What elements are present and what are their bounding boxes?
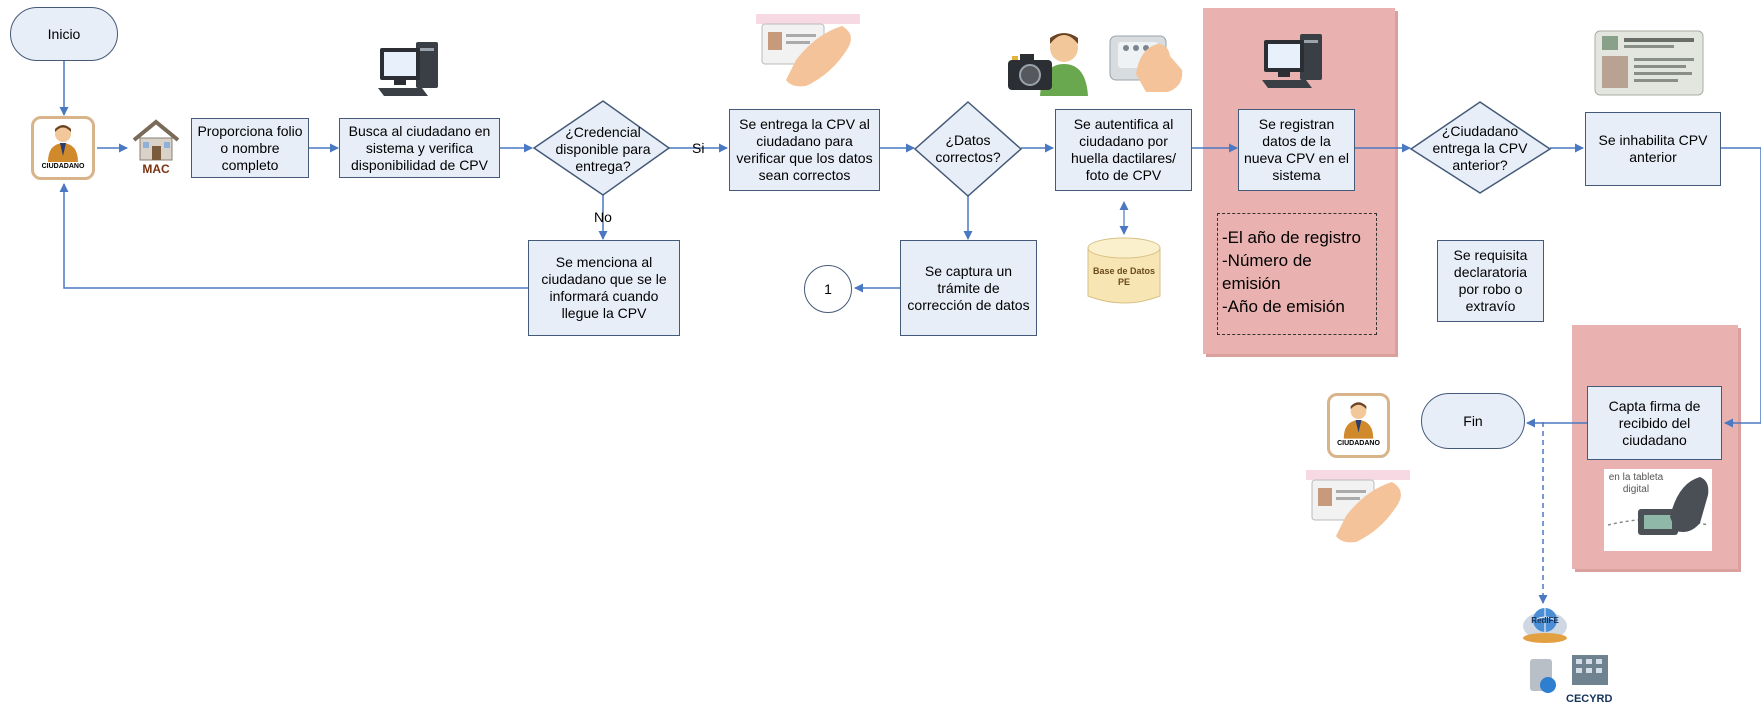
decision-datos-shape <box>913 100 1023 198</box>
no-label: No <box>594 209 612 225</box>
step-entrega-text: Se entrega la CPV al ciudadano para veri… <box>736 116 873 183</box>
citizen-label-2: CIUDADANO <box>1337 440 1380 447</box>
end-terminal: Fin <box>1421 393 1525 449</box>
house-icon: MAC <box>130 118 182 180</box>
start-label: Inicio <box>47 26 81 42</box>
computer-icon-2 <box>1260 30 1330 92</box>
step-captura: Se captura un trámite de corrección de d… <box>900 240 1037 336</box>
computer-icon <box>376 38 446 100</box>
step-requisita-text: Se requisita declaratoria por robo o ext… <box>1453 247 1528 314</box>
end-label: Fin <box>1463 413 1483 429</box>
citizen-label: CIUDADANO <box>41 163 85 170</box>
step-requisita: Se requisita declaratoria por robo o ext… <box>1437 240 1544 322</box>
registration-line-3: -Año de emisión <box>1222 297 1345 316</box>
decision-ciudadano-text: ¿Ciudadano entrega la CPV anterior? <box>1432 122 1528 173</box>
decision-ciudadano-shape <box>1409 101 1552 194</box>
card-hand-icon <box>756 14 860 92</box>
cloud-network-icon: RedIFE <box>1521 604 1569 646</box>
decision-datos-text: ¿Datos correctos? <box>935 132 1001 165</box>
decision-datos: ¿Datos correctos? <box>930 128 1006 170</box>
voter-id-card-icon <box>1594 30 1704 96</box>
step-registran-text: Se registran datos de la nueva CPV en el… <box>1243 116 1350 183</box>
step-busca-text: Busca al ciudadano en sistema y verifica… <box>348 122 491 173</box>
step-menciona-text: Se menciona al ciudadano que se le infor… <box>541 254 667 321</box>
redife-label: RedIFE <box>1531 616 1559 625</box>
decision-ciudadano: ¿Ciudadano entrega la CPV anterior? <box>1424 120 1536 176</box>
step-autentifica: Se autentifica al ciudadano por huella d… <box>1055 109 1192 191</box>
step-registran: Se registran datos de la nueva CPV en el… <box>1238 109 1355 191</box>
citizen-icon-2: CIUDADANO <box>1327 393 1390 458</box>
arrow-inhabilita-capta <box>1721 147 1761 428</box>
decision-credencial-shape <box>532 100 671 196</box>
cecyrd-label: CECYRD <box>1566 693 1613 705</box>
signature-tablet-icon: en la tableta digital <box>1604 469 1712 551</box>
registration-line-1: -El año de registro <box>1222 228 1361 247</box>
connector-label: 1 <box>824 281 832 297</box>
server-building-icon: CECYRD <box>1528 655 1620 708</box>
fingerprint-scanner-icon <box>1106 30 1186 94</box>
step-inhabilita: Se inhabilita CPV anterior <box>1585 112 1721 186</box>
arrow-menciona-ciudadano <box>59 183 528 289</box>
step-entrega: Se entrega la CPV al ciudadano para veri… <box>729 109 880 191</box>
decision-credencial-text: ¿Credencial disponible para entrega? <box>555 123 651 174</box>
step-busca: Busca al ciudadano en sistema y verifica… <box>339 118 500 178</box>
registration-line-2: -Número de emisión <box>1222 251 1312 293</box>
camera-icon <box>1006 28 1092 96</box>
step-inhabilita-text: Se inhabilita CPV anterior <box>1598 132 1708 165</box>
database-label: Base de Datos PE <box>1092 266 1156 287</box>
start-terminal: Inicio <box>10 7 118 61</box>
step-menciona: Se menciona al ciudadano que se le infor… <box>528 240 680 336</box>
step-proporciona-text: Proporciona folio o nombre completo <box>197 122 303 173</box>
step-captura-text: Se captura un trámite de corrección de d… <box>907 262 1030 313</box>
step-capta: Capta firma de recibido del ciudadano <box>1587 386 1722 460</box>
mac-label: MAC <box>142 162 170 176</box>
tablet-caption: en la tableta digital <box>1608 472 1664 495</box>
step-proporciona: Proporciona folio o nombre completo <box>191 118 309 178</box>
step-autentifica-text: Se autentifica al ciudadano por huella d… <box>1070 116 1177 183</box>
card-hand-icon-2 <box>1306 470 1410 550</box>
citizen-icon: CIUDADANO <box>31 116 95 180</box>
step-capta-text: Capta firma de recibido del ciudadano <box>1608 397 1701 448</box>
decision-credencial: ¿Credencial disponible para entrega? <box>544 122 662 176</box>
off-page-connector: 1 <box>804 265 852 313</box>
database-icon: Base de Datos PE <box>1084 236 1164 310</box>
yes-label: Si <box>692 140 705 156</box>
registration-details: -El año de registro -Número de emisión -… <box>1217 213 1377 335</box>
